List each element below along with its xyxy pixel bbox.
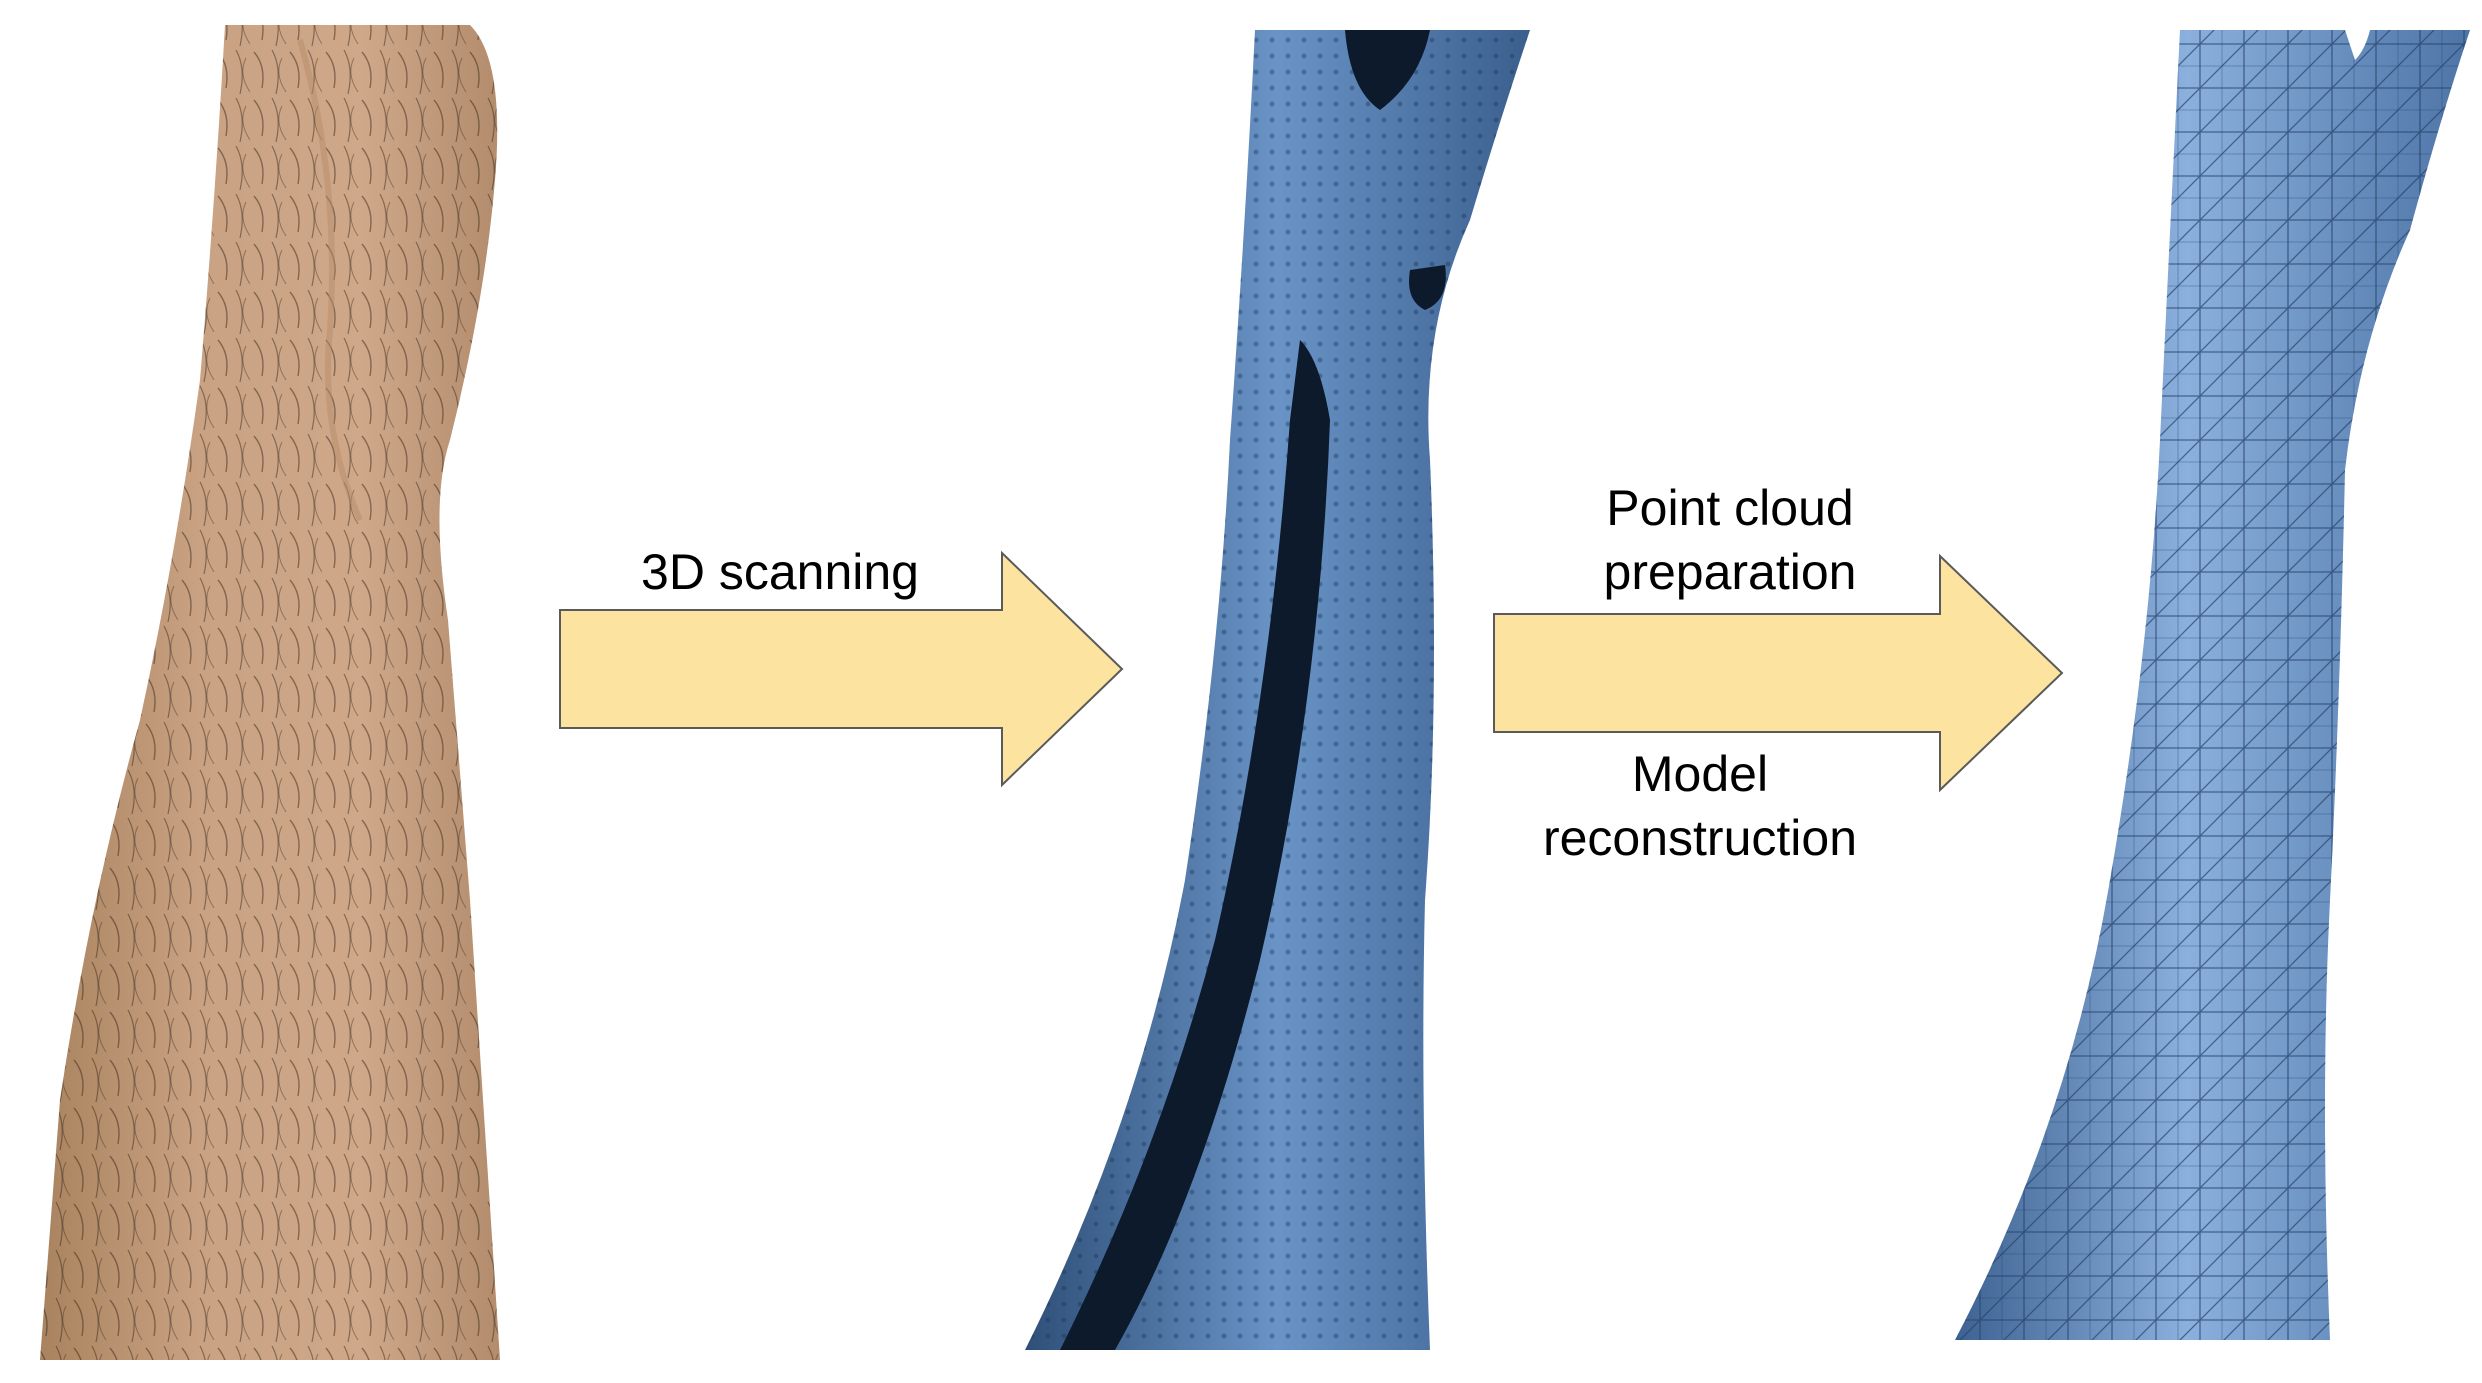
arrow-reconstruct [1493, 553, 2064, 793]
label-3d-scanning-text: 3D scanning [641, 544, 919, 600]
label-point-cloud-preparation: Point cloud preparation [1490, 476, 1970, 604]
label-model-reconstruction: Model reconstruction [1480, 742, 1920, 870]
label-3d-scanning: 3D scanning [560, 540, 1000, 604]
label-point-cloud-line2: preparation [1603, 544, 1857, 600]
arrow-scan [559, 550, 1124, 788]
forearm-photo [40, 25, 500, 1360]
label-model-line1: Model [1631, 746, 1769, 802]
label-model-line2: reconstruction [1542, 810, 1858, 866]
label-point-cloud-line1: Point cloud [1606, 480, 1854, 536]
